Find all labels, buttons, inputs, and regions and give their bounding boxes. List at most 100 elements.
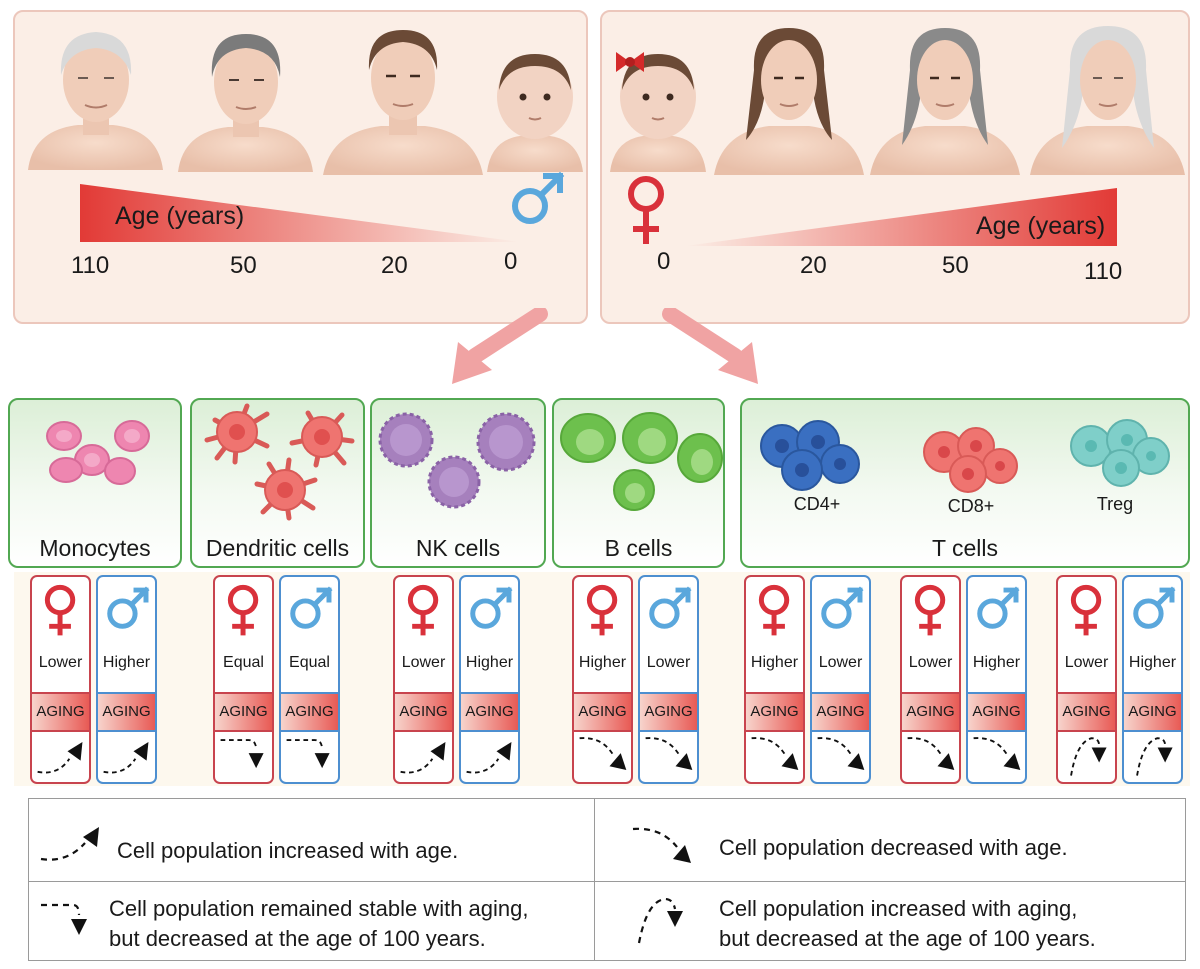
female-symbol-icon [758, 584, 790, 636]
monocytes-label: Monocytes [39, 535, 151, 561]
cd8-cells-icon [923, 427, 1018, 493]
b-cells-label: B cells [604, 535, 673, 561]
female-symbol-icon [628, 176, 664, 244]
male-symbol-icon [470, 586, 513, 629]
aging-bar: AGING [640, 692, 697, 732]
treg-cells-icon [1070, 419, 1170, 487]
nk-cells-label: NK cells [415, 535, 501, 561]
male-tick-50: 50 [230, 252, 257, 279]
level-label: Lower [1064, 654, 1109, 671]
level-label: Higher [465, 654, 514, 671]
male-age-panel: Age (years) 110 50 20 0 [13, 10, 588, 324]
female-symbol-icon [1070, 584, 1102, 636]
female-age-label: Age (years) [976, 212, 1106, 240]
b-cells-box: B cells [552, 398, 725, 568]
stable-then-decrease-trend-icon [220, 739, 264, 769]
decrease-trend-icon [645, 737, 693, 770]
aging-bar: AGING [32, 692, 89, 732]
level-label: Higher [1128, 654, 1177, 671]
female-to-cells-arrow [662, 308, 758, 384]
legend: Cell population increased with age. Cell… [28, 798, 1186, 961]
decrease-trend-icon [817, 737, 865, 770]
increase-trend-icon [466, 741, 512, 774]
increase-then-decrease-icon [637, 897, 683, 944]
stable-then-decrease-trend-icon [286, 739, 330, 769]
stable-then-decrease-icon [41, 903, 87, 935]
increase-trend-icon [37, 741, 83, 774]
female-symbol-icon [914, 584, 946, 636]
increase-trend-icon [103, 741, 149, 774]
female-symbol-icon [586, 584, 618, 636]
cd4-label: CD4+ [793, 494, 841, 514]
female-age-panel: Age (years) 0 20 50 110 [600, 10, 1190, 324]
aging-bar: AGING [746, 692, 803, 732]
legend-stable-line1: Cell population remained stable with agi… [109, 896, 529, 921]
decrease-trend-icon [973, 737, 1021, 770]
increase-then-decrease-trend-icon [1136, 737, 1173, 776]
nk-cells-icon [378, 412, 536, 509]
female-tick-50: 50 [942, 252, 969, 279]
cd4-cells-icon [760, 420, 860, 491]
male-tick-20: 20 [381, 252, 408, 279]
female-symbol-icon [44, 584, 76, 636]
female-tick-20: 20 [800, 252, 827, 279]
male-symbol-icon [821, 586, 864, 629]
legend-decrease-text: Cell population decreased with age. [719, 835, 1068, 860]
female-age-gradient-bar [685, 188, 1117, 246]
older-man-portrait [178, 34, 313, 172]
level-label: Higher [750, 654, 799, 671]
decrease-trend-icon [579, 737, 627, 770]
male-to-cells-arrow [452, 308, 548, 384]
dendritic-cells-icon [204, 403, 355, 521]
t-cells-box: CD4+ CD8+ Treg T cells [740, 398, 1190, 568]
nk-cells-box: NK cells [370, 398, 546, 568]
level-label: Higher [972, 654, 1021, 671]
increase-trend-icon [40, 827, 99, 861]
legend-stable-line2: but decreased at the age of 100 years. [109, 926, 486, 951]
level-label: Higher [578, 654, 627, 671]
decrease-trend-icon [751, 737, 799, 770]
level-label: Equal [223, 654, 264, 671]
level-label: Equal [289, 654, 330, 671]
aging-bar: AGING [902, 692, 959, 732]
aging-bar: AGING [1124, 692, 1181, 732]
elderly-man-portrait [28, 32, 163, 170]
male-symbol-icon [649, 586, 692, 629]
dendritic-cells-box: Dendritic cells [190, 398, 365, 568]
legend-divider-vertical [594, 799, 595, 960]
male-age-label: Age (years) [115, 202, 245, 230]
male-symbol-icon [977, 586, 1020, 629]
adult-woman-portrait [714, 28, 864, 175]
decrease-trend-icon [632, 827, 691, 863]
male-tick-0: 0 [504, 248, 518, 275]
male-symbol-icon [107, 586, 150, 629]
aging-bar: AGING [98, 692, 155, 732]
aging-bar: AGING [395, 692, 452, 732]
level-label: Lower [401, 654, 446, 671]
monocytes-box: Monocytes [8, 398, 182, 568]
female-tick-0: 0 [657, 248, 671, 275]
decrease-trend-icon [907, 737, 955, 770]
adult-man-portrait [323, 30, 483, 175]
level-label: Lower [908, 654, 953, 671]
cd8-label: CD8+ [947, 496, 995, 516]
level-label: Lower [646, 654, 691, 671]
female-tick-110: 110 [1084, 258, 1123, 285]
male-symbol-icon [290, 586, 333, 629]
male-symbol-icon [512, 171, 565, 224]
aging-bar: AGING [812, 692, 869, 732]
legend-divider-horizontal [29, 881, 1185, 882]
increase-then-decrease-trend-icon [1070, 737, 1107, 776]
aging-bar: AGING [215, 692, 272, 732]
